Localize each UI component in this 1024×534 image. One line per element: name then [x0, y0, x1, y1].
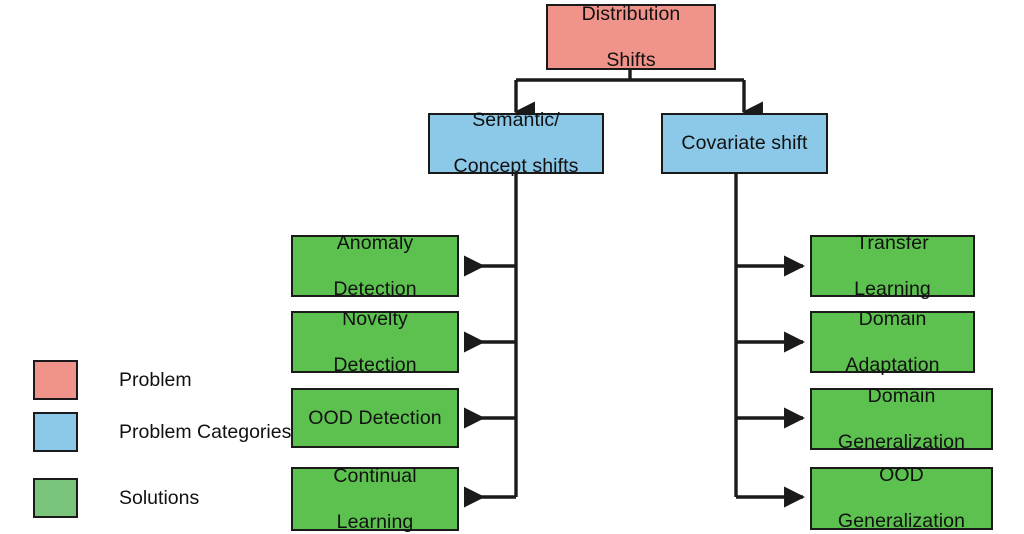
legend-label-solutions: Solutions: [119, 486, 200, 509]
legend-item-problem-categories: Problem Categories: [33, 412, 291, 452]
node-label: Domain Generalization: [830, 385, 973, 454]
legend-swatch-problem-categories: [33, 412, 78, 452]
node-label-line1: Domain: [867, 384, 936, 407]
node-label: Transfer Learning: [846, 232, 939, 301]
node-ood-detection[interactable]: OOD Detection: [291, 388, 459, 448]
legend-item-problem: Problem: [33, 360, 192, 400]
node-label-line2: Learning: [336, 510, 414, 533]
node-label: Continual Learning: [325, 465, 424, 534]
node-label-line2: Adaptation: [845, 353, 940, 376]
node-label: Distribution Shifts: [574, 3, 689, 72]
node-label-line2: Detection: [333, 277, 417, 300]
node-label-line1: Domain: [858, 307, 927, 330]
node-label-line2: Generalization: [837, 430, 966, 453]
node-label: Covariate shift: [673, 132, 815, 155]
node-domain-generalization[interactable]: Domain Generalization: [810, 385, 993, 453]
node-label: Novelty Detection: [325, 308, 424, 377]
node-label: Anomaly Detection: [325, 232, 424, 301]
node-label: Domain Adaptation: [837, 308, 947, 377]
node-label-line2: Generalization: [837, 510, 966, 532]
node-label-line2: Shifts: [606, 48, 656, 71]
node-label-line1: Semantic/: [472, 109, 560, 131]
legend-label-problem: Problem: [119, 368, 192, 391]
node-covariate-shift[interactable]: Covariate shift: [661, 113, 828, 174]
node-label-line2: Detection: [333, 353, 417, 376]
node-label-line1: Novelty: [342, 307, 408, 330]
node-label-line1: Transfer: [856, 231, 929, 254]
node-domain-adaptation[interactable]: Domain Adaptation: [810, 308, 975, 376]
node-transfer-learning[interactable]: Transfer Learning: [810, 232, 975, 300]
node-label-line2: Learning: [854, 277, 931, 300]
node-anomaly-detection[interactable]: Anomaly Detection: [291, 232, 459, 300]
node-label-line1: Distribution: [581, 2, 681, 25]
node-label-line1: Continual: [333, 464, 417, 487]
node-label-line2: Concept shifts: [453, 155, 579, 177]
node-semantic-concept-shifts[interactable]: Semantic/ Concept shifts: [428, 109, 604, 177]
node-label-line1: OOD: [879, 464, 924, 486]
node-distribution-shifts[interactable]: Distribution Shifts: [546, 3, 716, 72]
legend-swatch-solutions: [33, 478, 78, 518]
node-continual-learning[interactable]: Continual Learning: [291, 465, 459, 534]
node-label: OOD Generalization: [830, 464, 973, 533]
node-label: OOD Detection: [300, 407, 450, 430]
node-label-line1: Covariate shift: [681, 132, 808, 154]
node-label: Semantic/ Concept shifts: [446, 109, 587, 178]
legend-label-problem-categories: Problem Categories: [119, 420, 292, 443]
node-novelty-detection[interactable]: Novelty Detection: [291, 308, 459, 376]
node-label-line1: Anomaly: [336, 231, 414, 254]
node-ood-generalization[interactable]: OOD Generalization: [810, 464, 993, 533]
node-label-line1: OOD Detection: [308, 406, 442, 429]
legend-item-solutions: Solutions: [33, 478, 199, 518]
legend-swatch-problem: [33, 360, 78, 400]
